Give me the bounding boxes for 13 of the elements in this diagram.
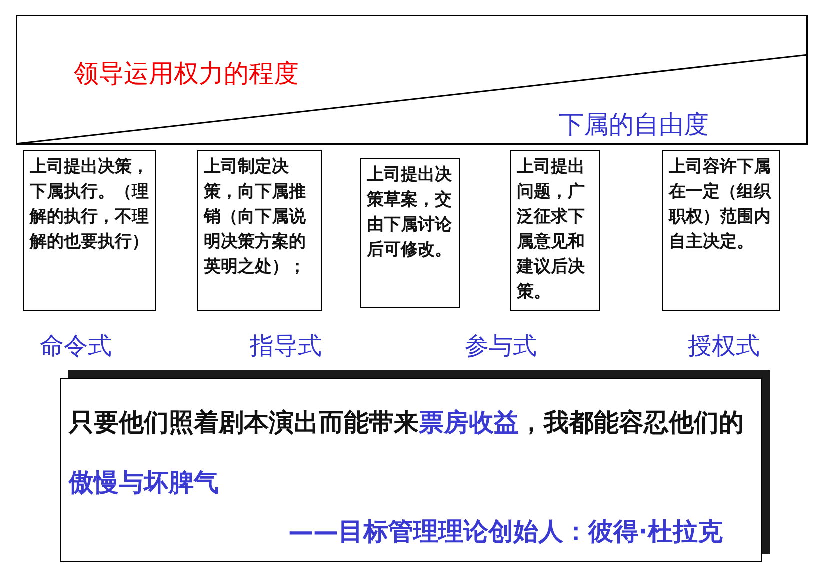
scale-label: 下属的自由度 — [559, 109, 709, 141]
scale-label: 领导运用权力的程度 — [74, 58, 299, 90]
style-label: 授权式 — [688, 331, 760, 362]
text-box: 上司提出决策草案，交由下属讨论后可修改。 — [360, 158, 460, 308]
text-box: 上司提出决策，下属执行。（理解的执行，不理解的也要执行） — [23, 150, 156, 311]
text-box: 上司制定决策，向下属推销（向下属说明决策方案的英明之处）； — [197, 150, 322, 311]
style-label: 命令式 — [40, 331, 112, 362]
attribution-text: ——目标管理理论创始人：彼得·杜拉克 — [288, 516, 723, 548]
style-label: 参与式 — [465, 331, 537, 362]
style-label: 指导式 — [250, 331, 322, 362]
text-box: 上司容许下属在一定（组织职权）范围内自主决定。 — [662, 150, 780, 311]
text-box: 上司提出问题，广泛征求下属意见和建议后决策。 — [510, 150, 600, 311]
quote-text: 只要他们照着剧本演出而能带来票房收益，我都能容忍他们的傲慢与坏脾气 — [69, 407, 745, 499]
